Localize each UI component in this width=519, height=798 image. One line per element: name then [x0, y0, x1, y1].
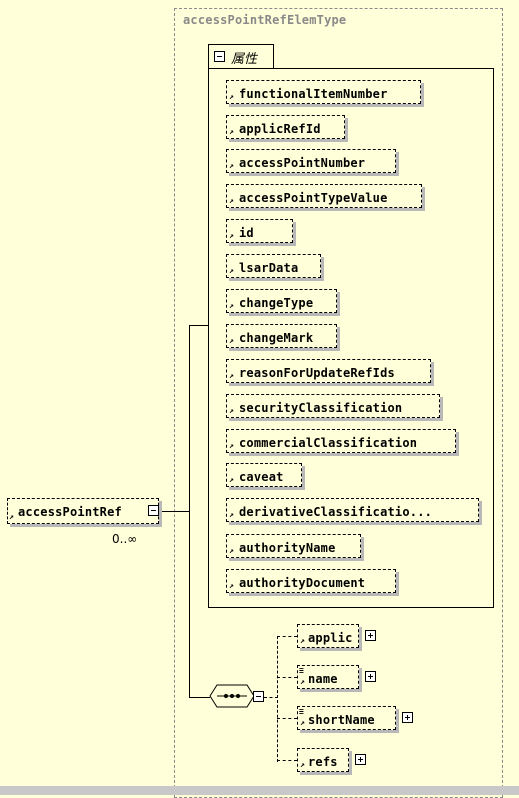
connector-seq — [189, 697, 210, 698]
attribute-name: caveat — [239, 470, 284, 484]
reference-arrow-icon: ↗ — [229, 406, 235, 415]
reference-arrow-icon: ↗ — [229, 475, 235, 484]
reference-arrow-icon: ↗ — [229, 510, 235, 519]
horizontal-scrollbar[interactable] — [0, 786, 519, 795]
attributes-tab-label: 属性 — [231, 52, 258, 67]
attribute-item[interactable]: ↗ changeType — [226, 289, 337, 313]
attribute-item[interactable]: ↗ authorityDocument — [226, 569, 396, 593]
reference-arrow-icon: ↗ — [229, 336, 235, 345]
child-connector — [277, 636, 297, 637]
reference-arrow-icon: ↗ — [9, 512, 15, 521]
root-element-name: accessPointRef — [18, 505, 122, 519]
child-element-name: refs — [308, 755, 338, 769]
occurrence-label: 0..∞ — [112, 532, 138, 546]
sequence-branch-line — [277, 636, 278, 762]
reference-arrow-icon: ↗ — [229, 266, 235, 275]
attribute-item[interactable]: ↗ lsarData — [226, 254, 321, 278]
expand-icon[interactable] — [365, 671, 376, 682]
attribute-item[interactable]: ↗ caveat — [226, 463, 302, 487]
attribute-name: lsarData — [239, 261, 299, 275]
child-element-name: applic — [308, 631, 353, 645]
reference-arrow-icon: ↗ — [229, 371, 235, 380]
connector-vertical — [189, 325, 190, 698]
child-connector — [277, 677, 297, 678]
text-content-icon: ≡ — [299, 707, 305, 716]
collapse-icon[interactable] — [148, 505, 159, 516]
child-connector — [277, 760, 297, 761]
attribute-name: accessPointNumber — [239, 156, 366, 170]
attribute-item[interactable]: ↗ id — [226, 219, 293, 243]
reference-arrow-icon: ↗ — [229, 441, 235, 450]
attribute-name: authorityName — [239, 541, 336, 555]
child-element[interactable]: ↗refs — [297, 748, 349, 772]
expand-icon[interactable] — [355, 754, 366, 765]
attribute-item[interactable]: ↗ authorityName — [226, 534, 361, 558]
collapse-icon[interactable] — [214, 51, 225, 62]
connector-attr — [189, 325, 209, 326]
attribute-name: accessPointTypeValue — [239, 191, 388, 205]
reference-arrow-icon: ↗ — [229, 161, 235, 170]
expand-icon[interactable] — [365, 630, 376, 641]
attribute-name: reasonForUpdateRefIds — [239, 366, 395, 380]
child-element[interactable]: ↗applic — [297, 624, 359, 648]
connector-root — [160, 511, 190, 512]
child-connector — [277, 718, 297, 719]
sequence-connector — [264, 697, 278, 698]
reference-arrow-icon: ↗ — [300, 677, 306, 686]
attribute-item[interactable]: ↗ reasonForUpdateRefIds — [226, 359, 431, 383]
attribute-item[interactable]: ↗ changeMark — [226, 324, 337, 348]
expand-icon[interactable] — [402, 712, 413, 723]
child-element-name: shortName — [308, 713, 375, 727]
attribute-name: derivativeClassificatio... — [239, 505, 433, 519]
attribute-name: functionalItemNumber — [239, 87, 388, 101]
child-element[interactable]: ≡ ↗name — [297, 665, 359, 689]
attribute-name: changeMark — [239, 331, 314, 345]
attribute-item[interactable]: ↗ accessPointNumber — [226, 149, 396, 173]
attribute-name: authorityDocument — [239, 576, 366, 590]
attribute-item[interactable]: ↗ commercialClassification — [226, 429, 456, 453]
attribute-item[interactable]: ↗ applicRefId — [226, 115, 345, 139]
reference-arrow-icon: ↗ — [300, 718, 306, 727]
reference-arrow-icon: ↗ — [229, 231, 235, 240]
attribute-item[interactable]: ↗ securityClassification — [226, 394, 440, 418]
reference-arrow-icon: ↗ — [229, 301, 235, 310]
reference-arrow-icon: ↗ — [229, 546, 235, 555]
attribute-item[interactable]: ↗ derivativeClassificatio... — [226, 498, 479, 522]
attribute-name: applicRefId — [239, 122, 321, 136]
reference-arrow-icon: ↗ — [229, 127, 235, 136]
root-element[interactable]: ↗ accessPointRef — [7, 498, 159, 524]
attribute-name: changeType — [239, 296, 314, 310]
child-element-name: name — [308, 672, 338, 686]
sequence-icon[interactable] — [209, 684, 255, 708]
attribute-item[interactable]: ↗ accessPointTypeValue — [226, 184, 422, 208]
attributes-tab[interactable]: 属性 — [208, 44, 274, 69]
text-content-icon: ≡ — [299, 666, 305, 675]
reference-arrow-icon: ↗ — [229, 92, 235, 101]
attribute-name: id — [239, 226, 254, 240]
collapse-icon[interactable] — [253, 691, 264, 702]
reference-arrow-icon: ↗ — [229, 581, 235, 590]
reference-arrow-icon: ↗ — [300, 760, 306, 769]
attribute-name: commercialClassification — [239, 436, 418, 450]
attribute-name: securityClassification — [239, 401, 403, 415]
reference-arrow-icon: ↗ — [229, 196, 235, 205]
type-label: accessPointRefElemType — [183, 13, 347, 27]
attribute-item[interactable]: ↗ functionalItemNumber — [226, 80, 421, 104]
reference-arrow-icon: ↗ — [300, 636, 306, 645]
child-element[interactable]: ≡ ↗shortName — [297, 706, 396, 730]
